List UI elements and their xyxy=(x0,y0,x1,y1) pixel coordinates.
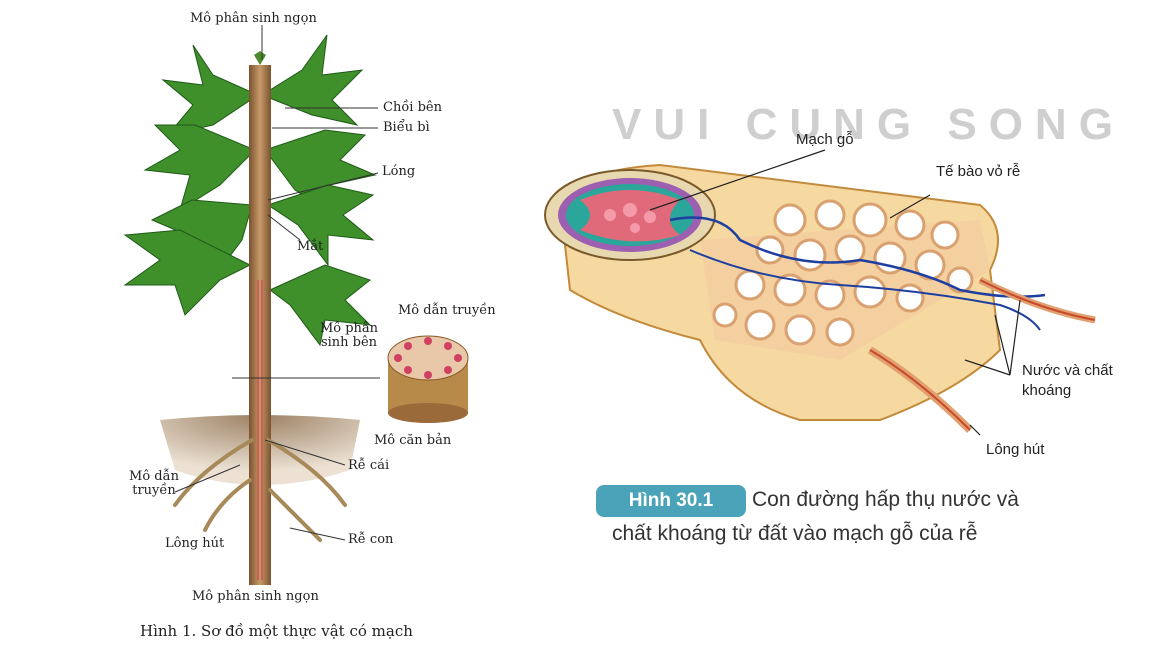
label-lateral-root: Rễ con xyxy=(348,532,394,547)
label-cortex-cells: Tế bào vỏ rễ xyxy=(936,163,1021,180)
label-lateral-meristem: Mô phân sinh bên xyxy=(319,321,379,350)
label-water-minerals: Nước và chất khoáng xyxy=(1022,362,1113,399)
roots xyxy=(173,438,347,542)
label-ground-tissue: Mô căn bản xyxy=(374,433,452,448)
watermark: VUI CUNG SONG xyxy=(612,100,1125,149)
label-apical-meristem-bottom: Mô phân sinh ngọn xyxy=(192,589,319,604)
stem-cross-section xyxy=(387,335,469,423)
label-lateral-branch: Chồi bên xyxy=(383,100,442,115)
root-cross-section xyxy=(544,149,1096,436)
label-root-hair: Lông hút xyxy=(986,441,1045,458)
right-caption-line1: Con đường hấp thụ nước và xyxy=(752,488,1019,511)
label-internode: Lóng xyxy=(382,164,416,179)
label-root-vascular: Mô dẫn truyền xyxy=(129,469,179,498)
left-caption: Hình 1. Sơ đồ một thực vật có mạch xyxy=(140,622,413,640)
figure-badge: Hình 30.1 xyxy=(596,485,746,517)
label-apical-meristem-top: Mô phân sinh ngọn xyxy=(190,11,317,26)
label-vascular-tissue: Mô dẫn truyền xyxy=(398,303,496,318)
right-caption-line2: chất khoáng từ đất vào mạch gỗ của rễ xyxy=(612,522,978,545)
label-root-hairs: Lông hút xyxy=(165,536,225,551)
label-xylem: Mạch gỗ xyxy=(796,131,854,148)
plant-diagram xyxy=(123,25,469,585)
leaf-group xyxy=(123,34,377,347)
stem xyxy=(249,65,271,585)
label-node: Mắt xyxy=(297,239,324,254)
stele xyxy=(544,169,716,261)
label-taproot: Rễ cái xyxy=(348,458,390,473)
label-epidermis: Biểu bì xyxy=(383,120,430,135)
